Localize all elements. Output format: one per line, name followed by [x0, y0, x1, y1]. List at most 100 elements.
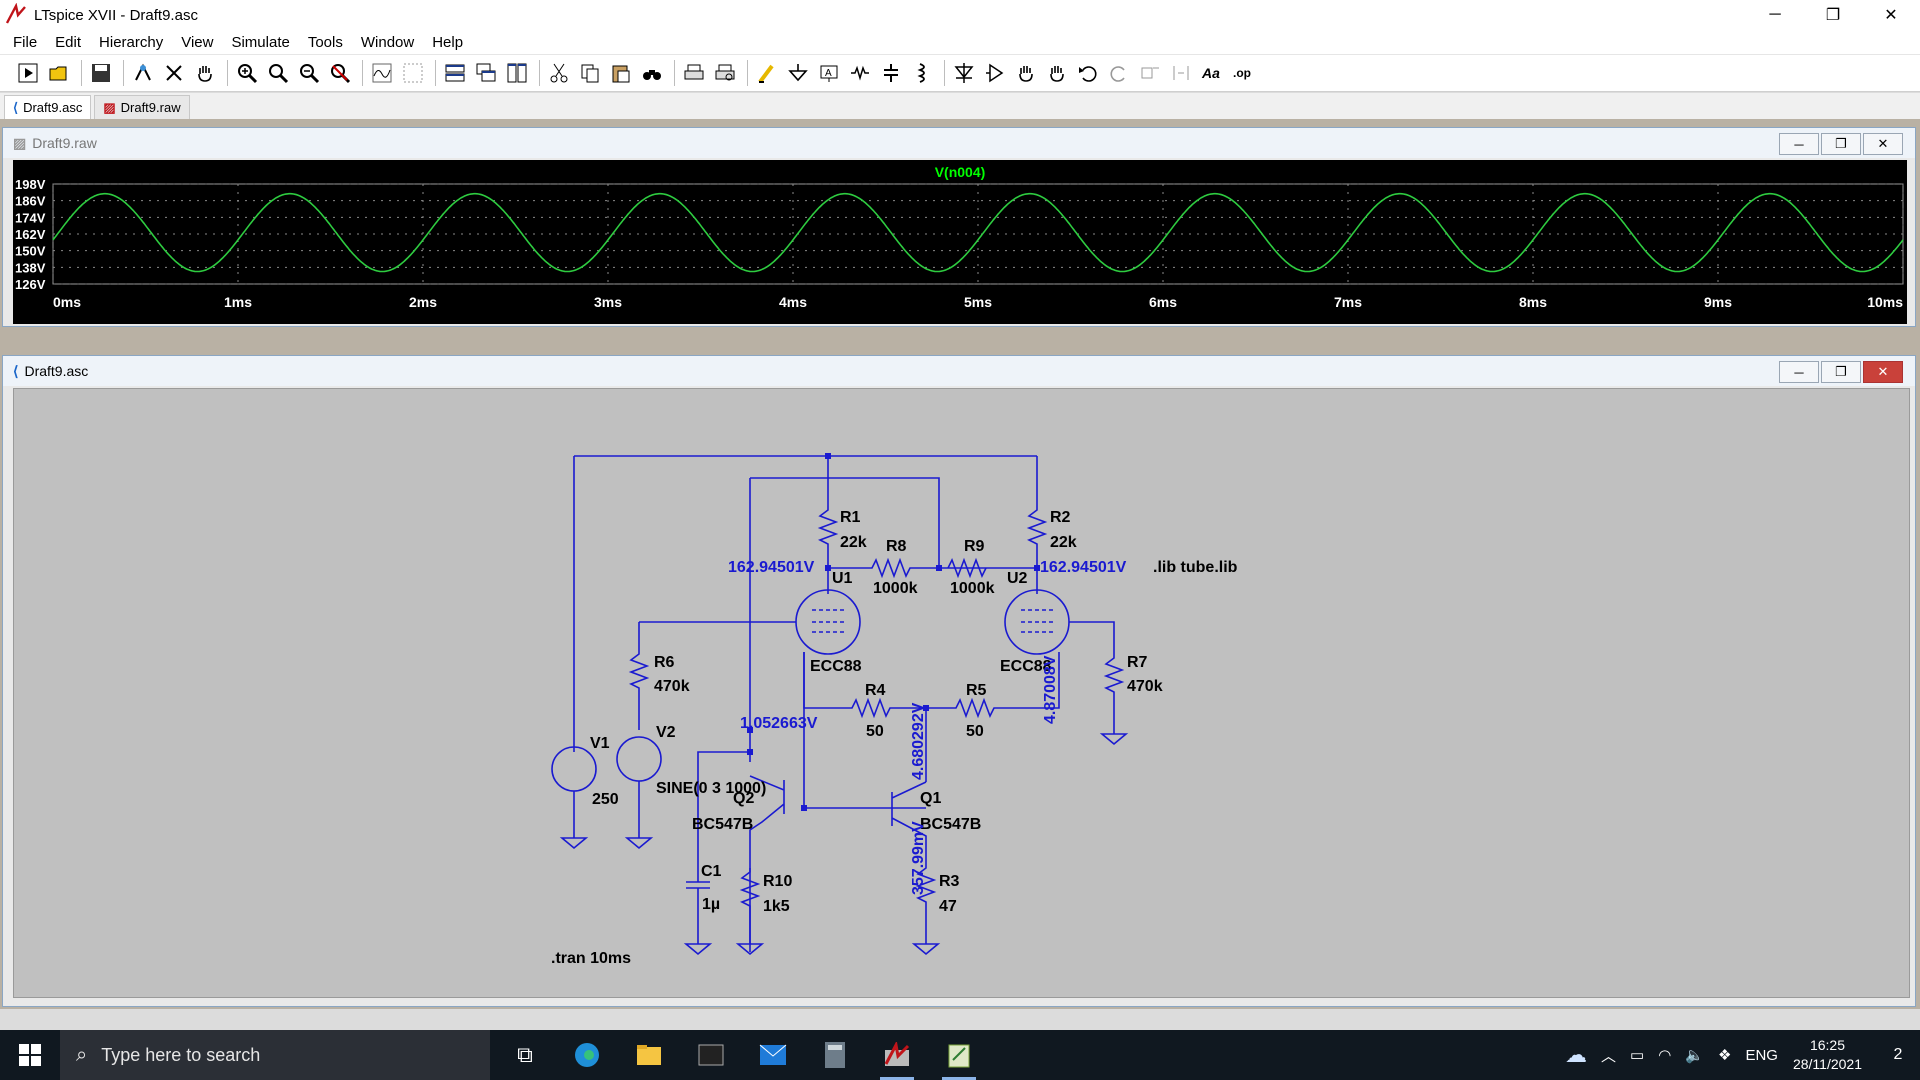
tab-draft9-asc[interactable]: ⟨ Draft9.asc [4, 95, 92, 119]
find-icon[interactable] [638, 59, 665, 87]
start-button[interactable] [0, 1030, 60, 1080]
pan-hand-icon[interactable] [191, 59, 218, 87]
menu-view[interactable]: View [181, 33, 214, 51]
child-minimize-button[interactable]: ─ [1779, 361, 1819, 383]
draw-wire-icon[interactable] [753, 59, 780, 87]
child-maximize-button[interactable]: ❐ [1821, 361, 1861, 383]
ground-icon[interactable] [784, 59, 811, 87]
R1[interactable] [817, 506, 839, 568]
run-icon[interactable] [14, 59, 41, 87]
label-Q2-name[interactable]: Q2 [733, 790, 754, 807]
menu-edit[interactable]: Edit [55, 33, 82, 51]
Q1[interactable] [891, 781, 927, 852]
menu-simulate[interactable]: Simulate [231, 33, 290, 51]
label-R1-value[interactable]: 22k [840, 534, 867, 551]
label-V2-name[interactable]: V2 [656, 724, 676, 741]
autorange-icon[interactable] [368, 59, 395, 87]
label-Q2-value[interactable]: BC547B [692, 816, 753, 833]
wire-v1-top[interactable] [573, 455, 1037, 752]
label-R6-value[interactable]: 470k [654, 678, 690, 695]
minimize-button[interactable]: ─ [1769, 6, 1781, 23]
label-Q1-name[interactable]: Q1 [920, 790, 941, 807]
menu-file[interactable]: File [13, 33, 38, 51]
node-voltage-cathode[interactable]: 4.680292V [910, 702, 927, 780]
wire-u2-grid[interactable] [1069, 621, 1115, 654]
spice-directive-icon[interactable]: .op [1229, 59, 1256, 87]
zoom-cancel-icon[interactable] [326, 59, 353, 87]
R8[interactable] [828, 557, 1037, 579]
child-minimize-button[interactable]: ─ [1779, 133, 1819, 155]
child-maximize-button[interactable]: ❐ [1821, 133, 1861, 155]
node-voltage-u2-anode[interactable]: 162.94501V [1040, 559, 1127, 576]
tile-horizontal-icon[interactable] [441, 59, 468, 87]
schematic-window-titlebar[interactable]: ⟨ Draft9.asc [3, 356, 1915, 386]
label-R7-name[interactable]: R7 [1127, 654, 1148, 671]
R9[interactable] [947, 557, 987, 579]
label-R2-value[interactable]: 22k [1050, 534, 1077, 551]
cut-icon[interactable] [545, 59, 572, 87]
paste-icon[interactable] [607, 59, 634, 87]
tab-draft9-raw[interactable]: ▨ Draft9.raw [94, 95, 190, 119]
label-R8-value[interactable]: 1000k [873, 580, 918, 597]
terminal-icon[interactable] [680, 1030, 742, 1080]
cascade-icon[interactable] [472, 59, 499, 87]
wire-bootstrap[interactable] [750, 477, 940, 568]
print-preview-icon[interactable] [711, 59, 738, 87]
calculator-icon[interactable] [804, 1030, 866, 1080]
copy-icon[interactable] [576, 59, 603, 87]
label-U1-value[interactable]: ECC88 [810, 658, 862, 675]
battery-icon[interactable]: ▭ [1630, 1047, 1645, 1064]
tile-vertical-icon[interactable] [503, 59, 530, 87]
clock[interactable]: 16:25 28/11/2021 [1793, 1036, 1862, 1074]
node-voltage-q2-collector[interactable]: 1.052663V [740, 715, 818, 732]
capacitor-icon[interactable] [877, 59, 904, 87]
redo-icon[interactable] [1105, 59, 1132, 87]
label-R10-value[interactable]: 1k5 [763, 898, 790, 915]
visible-icon[interactable] [399, 59, 426, 87]
open-icon[interactable] [45, 59, 72, 87]
schematic-canvas[interactable]: R1 22k R2 22k R8 1000k R9 1000k U1 ECC88… [13, 388, 1910, 998]
menu-help[interactable]: Help [432, 33, 464, 51]
label-R2-name[interactable]: R2 [1050, 509, 1071, 526]
menu-tools[interactable]: Tools [307, 33, 343, 51]
label-R5-name[interactable]: R5 [966, 682, 987, 699]
wifi-icon[interactable]: ◠ [1658, 1047, 1672, 1064]
label-R5-value[interactable]: 50 [966, 723, 984, 740]
print-icon[interactable] [680, 59, 707, 87]
zoom-out-icon[interactable] [295, 59, 322, 87]
menu-window[interactable]: Window [360, 33, 415, 51]
notification-center-icon[interactable]: 2 [1876, 1030, 1920, 1080]
drag-icon[interactable] [1043, 59, 1070, 87]
label-U2-value[interactable]: ECC88 [1000, 658, 1052, 675]
inductor-icon[interactable] [908, 59, 935, 87]
V1[interactable] [551, 746, 597, 792]
menu-hierarchy[interactable]: Hierarchy [99, 33, 164, 51]
task-view-icon[interactable]: ⧉ [517, 1042, 533, 1067]
R4[interactable] [803, 652, 926, 719]
dropbox-icon[interactable]: ❖ [1718, 1047, 1732, 1064]
diode-icon[interactable] [950, 59, 977, 87]
node-voltage-u2-grid[interactable]: 4.87008V [1042, 655, 1059, 724]
schematic-drawing[interactable]: R1 22k R2 22k R8 1000k R9 1000k U1 ECC88… [14, 389, 1911, 999]
mirror-icon[interactable] [1167, 59, 1194, 87]
node-voltage-q1-emitter[interactable]: 357.99mV [910, 821, 927, 895]
label-R3-value[interactable]: 47 [939, 898, 957, 915]
wire-u1-grid[interactable] [638, 621, 796, 650]
chevron-up-icon[interactable]: ︿ [1601, 1047, 1617, 1065]
R7[interactable] [1103, 654, 1125, 732]
C1[interactable] [686, 872, 710, 942]
label-C1-value[interactable]: 1µ [702, 896, 720, 913]
close-button[interactable]: ✕ [1884, 7, 1898, 24]
label-R9-value[interactable]: 1000k [950, 580, 995, 597]
series-line-v-n004[interactable] [52, 192, 1904, 273]
label-R7-value[interactable]: 470k [1127, 678, 1163, 695]
zoom-in-icon[interactable] [233, 59, 260, 87]
wire-q2-collector[interactable] [697, 730, 751, 872]
Q2[interactable] [749, 752, 785, 952]
notepad-icon[interactable] [928, 1030, 990, 1080]
R2[interactable] [1026, 506, 1048, 568]
rotate-icon[interactable] [1136, 59, 1163, 87]
R10[interactable] [739, 868, 761, 942]
label-C1-name[interactable]: C1 [701, 863, 722, 880]
R3[interactable] [915, 852, 937, 942]
